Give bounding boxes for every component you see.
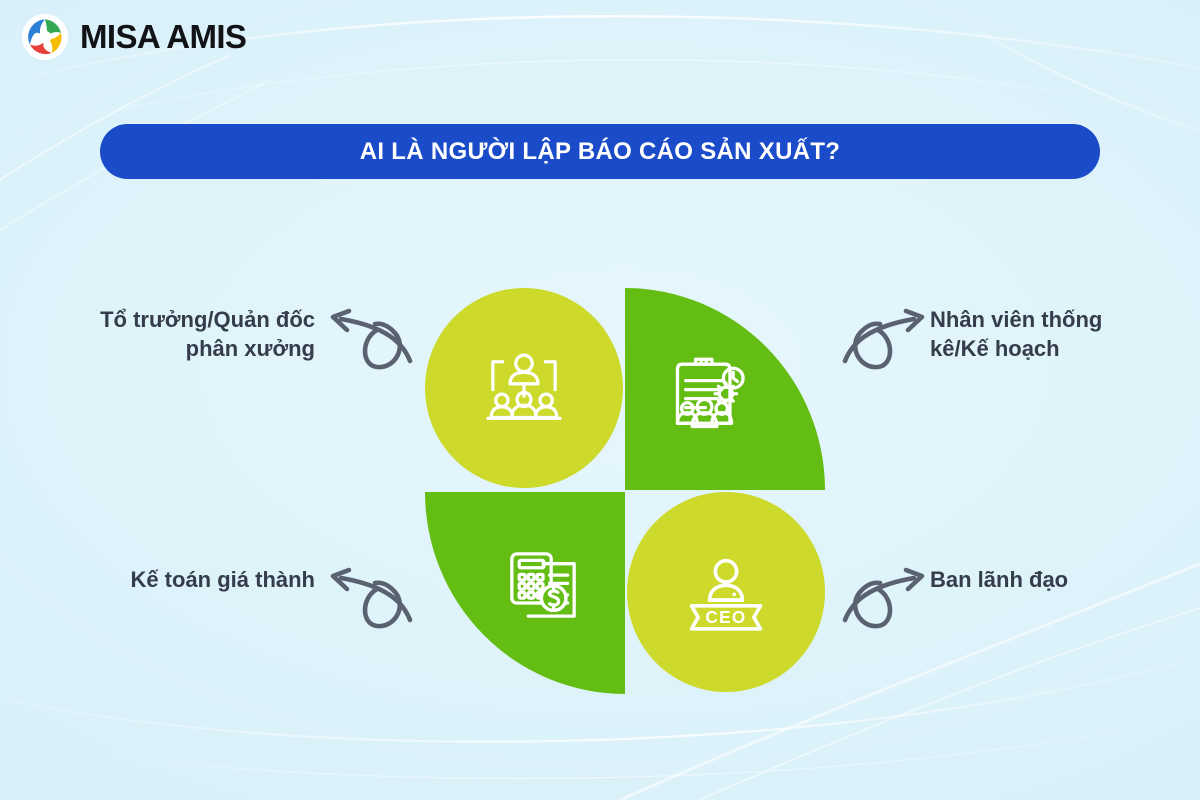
- label-line: kê/Kế hoạch: [930, 336, 1060, 362]
- page-title: AI LÀ NGƯỜI LẬP BÁO CÁO SẢN XUẤT?: [359, 137, 841, 165]
- label-line: Kế toán giá thành: [130, 567, 315, 592]
- curly-arrow-up-right-icon: [842, 308, 925, 370]
- label-line: phân xưởng: [185, 336, 315, 362]
- team-briefing-presenter-icon: [486, 353, 562, 420]
- clipboard-gear-clock-team-icon: [675, 357, 745, 429]
- label-line: Nhân viên thống: [930, 307, 1103, 332]
- brand-name: MISA AMIS: [80, 18, 247, 55]
- label-ban-lanh-dao: Ban lãnh đạo: [930, 565, 1170, 594]
- label-line: Ban lãnh đạo: [930, 567, 1069, 592]
- label-ke-toan-gia-thanh: Kế toán giá thành: [40, 565, 315, 594]
- ceo-ribbon-text: CEO: [705, 607, 746, 627]
- label-line: Tổ trưởng/Quản đốc: [100, 307, 315, 332]
- curly-arrow-up-left-icon: [330, 308, 413, 370]
- quadrant-ban-lanh-dao[interactable]: CEO: [627, 492, 825, 692]
- quadrant-ke-toan-gia-thanh[interactable]: [425, 492, 625, 694]
- misa-aperture-swirl-icon: [22, 14, 68, 60]
- page-title-banner: AI LÀ NGƯỜI LẬP BÁO CÁO SẢN XUẤT?: [100, 124, 1100, 179]
- curly-arrow-up-left-icon: [330, 567, 413, 629]
- four-quadrant-diagram: CEO: [425, 288, 825, 694]
- brand-logo[interactable]: MISA AMIS: [22, 14, 247, 60]
- calculator-invoice-dollar-icon: [510, 552, 576, 618]
- label-nhan-vien-thong-ke: Nhân viên thống kê/Kế hoạch: [930, 305, 1170, 364]
- quadrant-to-truong-quan-doc[interactable]: [425, 288, 623, 488]
- quadrant-nhan-vien-thong-ke[interactable]: [625, 288, 825, 490]
- label-to-truong-quan-doc: Tổ trưởng/Quản đốc phân xưởng: [40, 305, 315, 364]
- curly-arrow-up-right-icon: [842, 567, 925, 629]
- ceo-person-ribbon-icon: CEO: [689, 558, 763, 631]
